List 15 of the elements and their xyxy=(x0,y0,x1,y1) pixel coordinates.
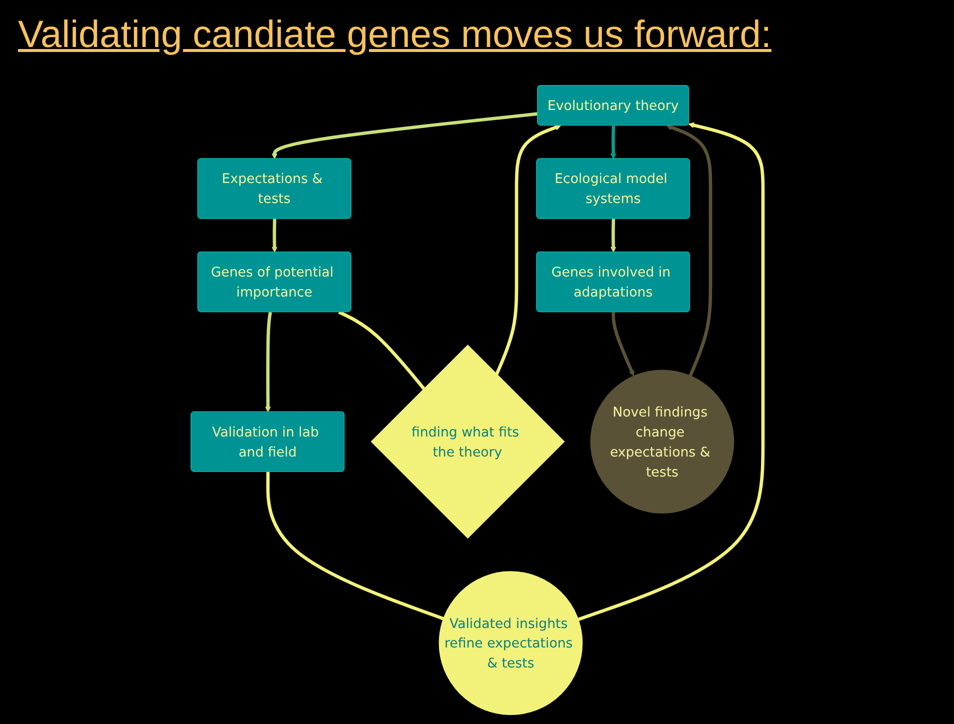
connector xyxy=(266,472,444,620)
node-diamond: finding what fits the theory xyxy=(370,344,565,539)
node-circle: Validated insights refine expectations & tests xyxy=(438,571,583,715)
arrow xyxy=(610,126,616,160)
arrow xyxy=(265,312,272,412)
title: Validating candiate genes moves us forward: xyxy=(18,14,772,57)
arrow xyxy=(578,122,765,622)
arrow xyxy=(666,124,712,376)
arrow xyxy=(495,124,562,375)
arrow xyxy=(272,218,278,252)
node-circle: Novel findings change expectations & tests xyxy=(590,370,734,514)
arrow xyxy=(272,112,538,160)
arrow xyxy=(612,312,634,376)
arrow xyxy=(610,218,616,252)
connector xyxy=(338,310,426,390)
